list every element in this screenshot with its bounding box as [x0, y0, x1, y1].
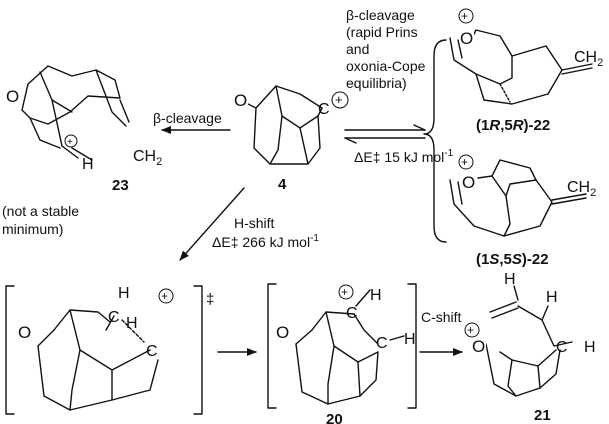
compound-label-4: 4: [278, 176, 287, 193]
compound-label-23: 23: [112, 177, 129, 194]
oxonium-oxygen: O: [472, 337, 485, 356]
compound-23-structure: + O CH2 H 23 (not a stable minimum): [2, 65, 162, 237]
cation-charge: +: [461, 9, 468, 23]
cation-charge: +: [341, 285, 348, 299]
arrow-beta-cleavage-left: β-cleavage: [153, 110, 231, 134]
oxygen-atom: O: [6, 87, 19, 106]
methylene-group: CH2: [133, 148, 162, 168]
compound-label-21: 21: [534, 407, 551, 424]
hydrogen-atom: H: [546, 289, 558, 306]
oxygen-atom: O: [276, 323, 289, 342]
hydrogen-atom: H: [504, 271, 516, 288]
oxonium-oxygen: O: [460, 29, 473, 48]
arrow-c-shift: C-shift: [419, 309, 463, 356]
energy-barrier-15: ΔE‡ 15 kJ mol-1: [354, 148, 454, 165]
cation-charge: +: [461, 155, 468, 169]
carbon-atom: C: [556, 339, 568, 356]
cation-charge: +: [335, 92, 343, 107]
oxygen-atom: O: [18, 323, 31, 342]
compound-1R5R-22-structure: O + CH2 (1R,5R)-22: [449, 8, 603, 134]
carbon-atom: C: [108, 309, 120, 326]
oxonium-oxygen: O: [462, 173, 475, 192]
equilibrium-arrows: ΔE‡ 15 kJ mol-1: [344, 124, 454, 165]
carbon-atom: C: [376, 335, 388, 352]
compound-label-1S5S-22: (1S,5S)-22: [476, 251, 549, 268]
label-beta-cleavage-left: β-cleavage: [153, 110, 222, 126]
label-rapid-line3: oxonia-Cope: [346, 58, 426, 74]
hydrogen-atom: H: [404, 331, 416, 348]
hydrogen-atom: H: [82, 156, 94, 173]
hydrogen-atom: H: [126, 315, 138, 332]
carbon-atom: C: [146, 343, 158, 360]
label-rapid-line1: (rapid Prins: [346, 24, 418, 40]
carbon-atom: C: [318, 101, 330, 118]
methylene-group: CH2: [567, 179, 596, 199]
label-beta-cleavage-right: β-cleavage: [346, 7, 415, 23]
note-not-stable-line2: minimum): [2, 221, 63, 237]
compound-label-20: 20: [326, 411, 343, 424]
curly-brace: [423, 39, 447, 243]
beta-cleavage-conditions: β-cleavage (rapid Prins and oxonia-Cope …: [346, 7, 426, 91]
label-h-shift: H-shift: [234, 215, 275, 231]
hydrogen-atom: H: [584, 339, 596, 356]
hydrogen-atom: H: [370, 287, 382, 304]
hydrogen-atom: H: [118, 285, 130, 302]
compound-1S5S-22-structure: O + CH2 (1S,5S)-22: [449, 154, 596, 268]
note-not-stable-line1: (not a stable: [2, 203, 79, 219]
compound-21-structure: O + H H C H 21: [464, 271, 596, 424]
compound-4-structure: O C + 4: [232, 85, 349, 193]
compound-label-1R5R-22: (1R,5R)-22: [476, 117, 550, 134]
carbon-atom: C: [346, 305, 358, 322]
transition-state-mark: ‡: [206, 291, 214, 308]
label-rapid-line4: equilibria): [346, 75, 407, 91]
cation-charge: +: [467, 323, 474, 337]
cation-charge: +: [67, 137, 73, 148]
energy-barrier-266: ΔE‡ 266 kJ mol-1: [212, 233, 319, 250]
label-rapid-line2: and: [346, 41, 369, 57]
methylene-group: CH2: [574, 49, 603, 69]
transition-state-structure: O C H H C + ‡: [5, 285, 214, 415]
arrow-h-shift: H-shift ΔE‡ 266 kJ mol-1: [179, 187, 319, 261]
label-c-shift: C-shift: [421, 309, 462, 325]
cation-charge: +: [161, 289, 168, 303]
oxygen-atom: O: [234, 91, 247, 110]
compound-20-structure: O C H C H + 20: [267, 283, 417, 424]
